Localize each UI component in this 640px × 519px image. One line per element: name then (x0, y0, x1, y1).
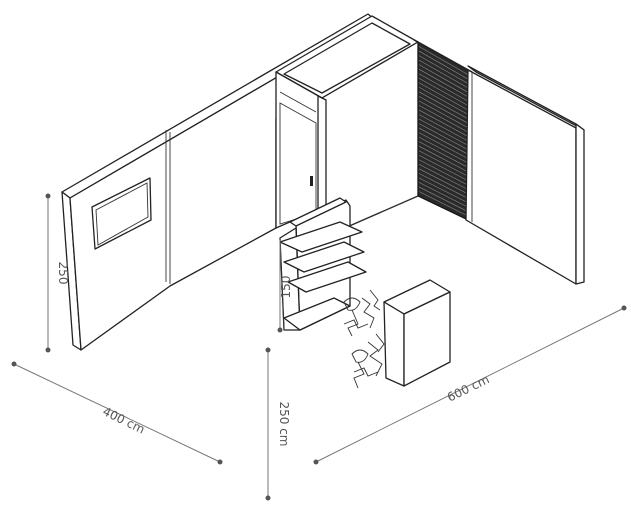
slat-line (418, 154, 472, 183)
slat-line (418, 82, 472, 112)
slat-line (418, 46, 472, 77)
slat-line (418, 64, 472, 95)
slat-line (418, 168, 472, 196)
slat-line (418, 59, 472, 90)
slat-line (418, 127, 472, 157)
slat-line (418, 150, 472, 179)
slat-line (418, 68, 472, 99)
slat-line (418, 191, 472, 218)
slat-line (418, 50, 472, 82)
door-handle-icon (310, 176, 313, 186)
slat-line (418, 55, 472, 86)
slat-line (418, 159, 472, 187)
back-wall (413, 39, 473, 223)
slat-line (418, 87, 472, 117)
slat-line (418, 177, 472, 205)
slat-line (418, 173, 472, 201)
slat-line (418, 77, 472, 108)
depth-label: 600 cm (445, 372, 492, 404)
slat-line (418, 123, 472, 152)
reception-counter (383, 279, 451, 387)
width-label: 400 cm (100, 404, 147, 436)
wall-height-label: 250 (56, 262, 70, 285)
slat-line (418, 118, 472, 148)
slat-line (418, 186, 472, 214)
shelf-unit (279, 197, 367, 331)
slat-line (418, 100, 472, 130)
slat-line (418, 105, 472, 135)
shelf-height-label: 150 (279, 276, 293, 299)
right-wall (465, 65, 585, 285)
depth-dimension: 600 cm (313, 305, 627, 465)
slat-line (418, 136, 472, 165)
slat-line (418, 73, 472, 104)
slat-line (418, 182, 472, 210)
slat-line (418, 164, 472, 192)
slat-lines (418, 46, 472, 218)
tv-screen (91, 177, 152, 250)
width-dimension: 400 cm (11, 361, 223, 465)
height-label: 250 cm (277, 401, 291, 446)
slat-line (418, 132, 472, 161)
stools (343, 289, 385, 389)
slat-line (418, 141, 472, 170)
height-dimension: 250 cm (265, 347, 291, 501)
slat-line (418, 96, 472, 126)
wall-height-dimension: 250 (45, 193, 70, 353)
slat-line (418, 91, 472, 121)
slat-line (418, 109, 472, 139)
slat-line (418, 114, 472, 143)
slat-line (418, 145, 472, 174)
shelf-height-dimension: 150 (277, 240, 293, 333)
